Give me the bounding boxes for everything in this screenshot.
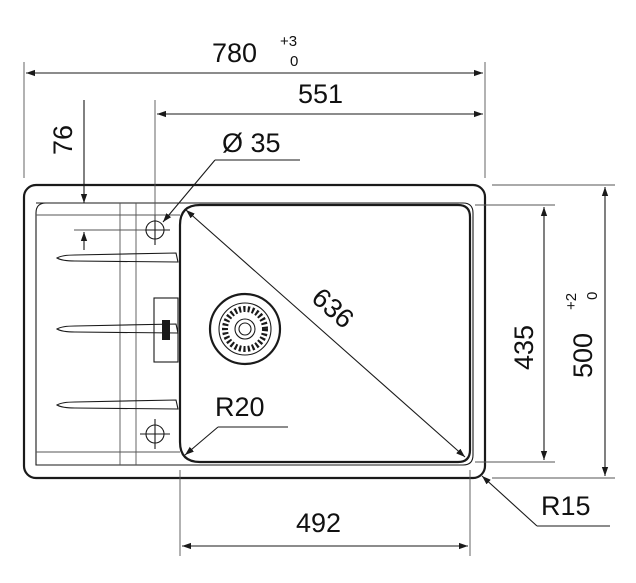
- dim-overall-width-tol-upper: +3: [280, 33, 297, 50]
- dim-bowl-diagonal-value: 636: [306, 282, 360, 334]
- overflow-slot-icon: [153, 297, 179, 363]
- dim-inner-radius: R20: [184, 392, 288, 456]
- dim-overall-width: 780 +3 0: [23, 33, 486, 178]
- dim-inner-radius-value: R20: [215, 392, 265, 422]
- dim-bowl-depth: 435: [475, 204, 555, 463]
- dim-edge-to-tap: 551: [154, 79, 483, 220]
- dim-overall-width-value: 780: [212, 38, 257, 68]
- dim-edge-to-tap-value: 551: [298, 79, 343, 109]
- dim-bowl-width: 492: [179, 470, 471, 556]
- drainer-rib-3: [55, 399, 179, 410]
- dim-overall-depth-tol-lower: 0: [584, 292, 601, 300]
- dim-outer-radius: R15: [481, 475, 610, 527]
- drainer-area: [36, 203, 180, 465]
- dim-overall-depth-tol-upper: +2: [563, 293, 580, 310]
- dim-tap-offset: 76: [48, 100, 145, 250]
- dim-overall-depth-value: 500: [568, 333, 598, 378]
- tap-hole-icon: [140, 419, 170, 449]
- drainer-rib-2: [55, 323, 179, 334]
- drain-strainer-icon: [208, 292, 282, 366]
- dim-tap-hole-value: Ø 35: [222, 128, 281, 158]
- dim-bowl-width-value: 492: [296, 508, 341, 538]
- dim-bowl-depth-value: 435: [509, 325, 539, 370]
- dim-outer-radius-value: R15: [541, 491, 591, 521]
- dim-tap-hole: Ø 35: [162, 128, 300, 223]
- sink-bowl: [178, 203, 472, 464]
- dim-overall-depth: 500 +2 0: [492, 184, 615, 479]
- dim-overall-width-tol-lower: 0: [290, 53, 298, 70]
- sink-outer-rim: [22, 183, 487, 480]
- sink-inner-rim: [35, 202, 474, 466]
- sink-outline: [22, 183, 487, 480]
- dim-tap-offset-value: 76: [48, 125, 78, 155]
- drainer-rib-1: [55, 252, 179, 263]
